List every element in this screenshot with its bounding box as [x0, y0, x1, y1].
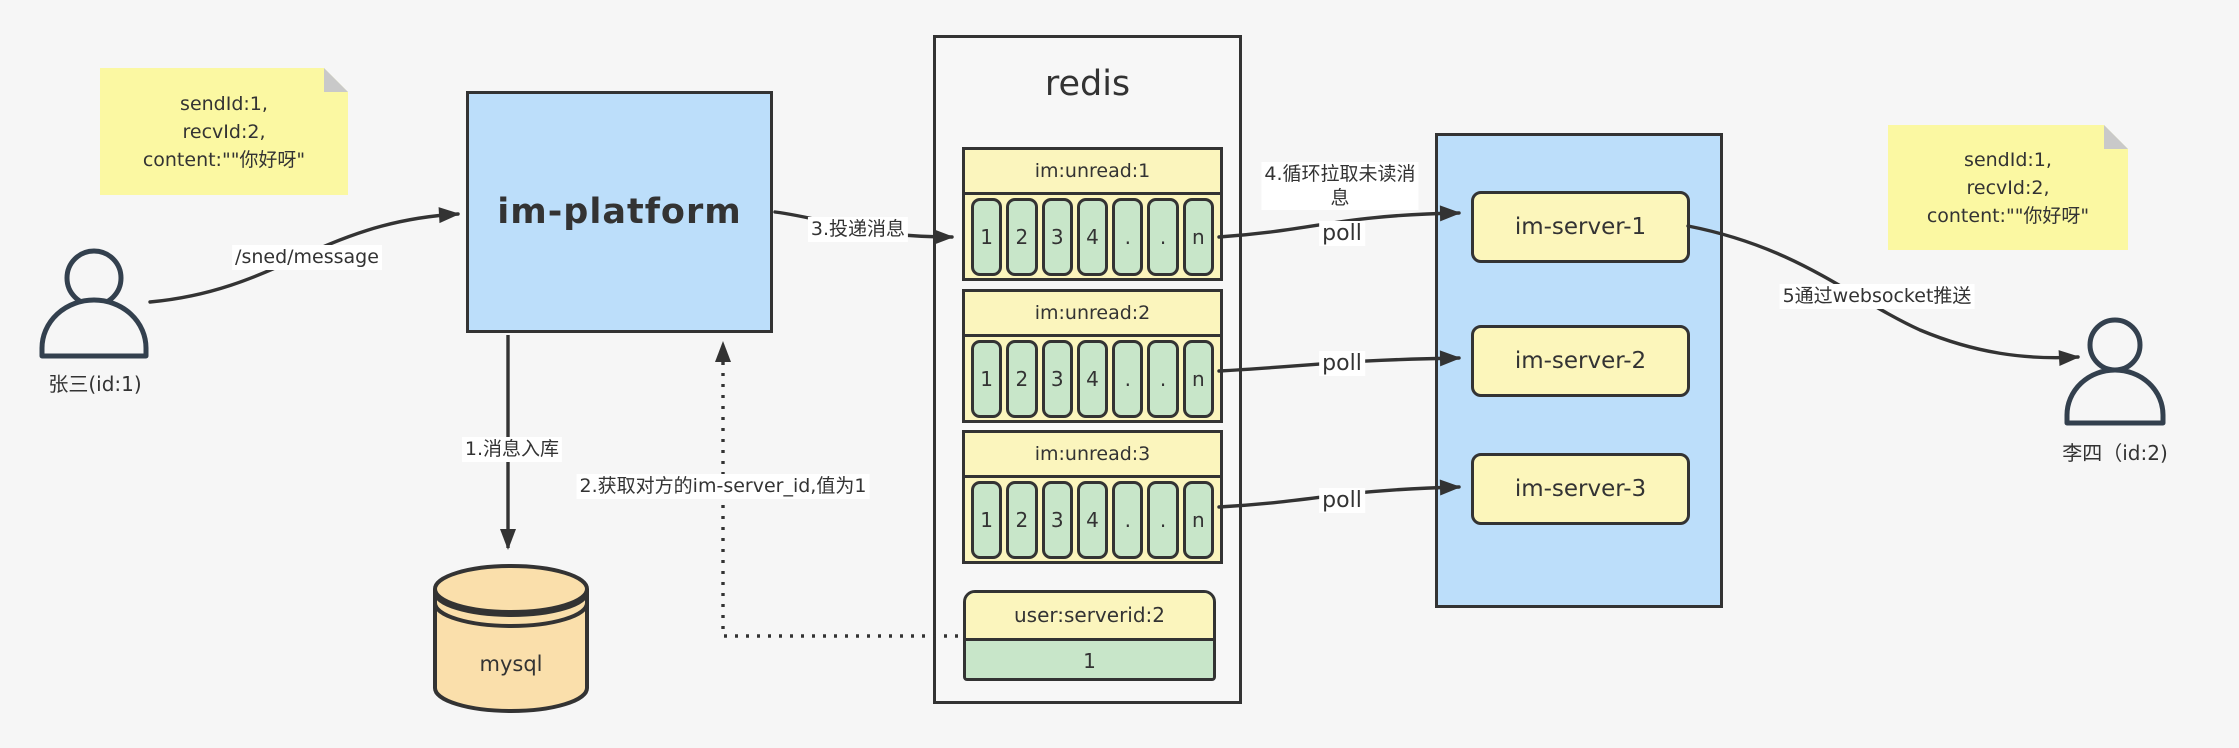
queue-cell: .: [1112, 481, 1144, 559]
node-im-server-1: im-server-1: [1471, 191, 1690, 263]
sticky-fold-icon: [324, 68, 348, 92]
sender-label: 张三(id:1): [48, 372, 142, 396]
push-arrow-label: 5通过websocket推送: [1779, 284, 1975, 309]
sticky-line: recvId:2,: [182, 120, 266, 143]
sticky-fold-icon: [2104, 125, 2128, 149]
kv-value: 1: [966, 641, 1213, 678]
queue-cell: 4: [1076, 198, 1109, 276]
queue-name: im:unread:1: [965, 150, 1220, 195]
sender-person-icon: [39, 248, 149, 359]
receiver-person-icon: [2064, 317, 2166, 426]
queue-cell: n: [1182, 198, 1214, 276]
store-arrow-label: 1.消息入库: [461, 437, 563, 462]
queue-cell: 2: [1006, 340, 1038, 418]
queue-cells: 1 2 3 4 . . n: [965, 337, 1220, 418]
sticky-line: content:""你好呀": [142, 148, 306, 171]
queue-cell: 1: [971, 198, 1003, 276]
im-server-label: im-server-3: [1514, 476, 1647, 502]
mysql-label: mysql: [479, 652, 543, 676]
deliver-arrow-label: 3.投递消息: [807, 217, 909, 242]
lookup-arrow-label: 2.获取对方的im-server_id,值为1: [576, 474, 870, 499]
queue-cell: 2: [1006, 198, 1038, 276]
node-im-server-cluster: im-server-1 im-server-2 im-server-3: [1435, 133, 1723, 608]
sticky-line: recvId:2,: [1966, 176, 2050, 199]
queue-cell: .: [1112, 198, 1144, 276]
sticky-line: content:""你好呀": [1926, 204, 2090, 227]
queue-cell: 2: [1006, 481, 1038, 559]
queue-cell: 4: [1076, 340, 1109, 418]
pull-note-line2: 息: [1330, 187, 1350, 209]
poll-arrow-2-label: poll: [1319, 351, 1365, 376]
queue-cell: .: [1147, 198, 1179, 276]
node-im-server-3: im-server-3: [1471, 453, 1690, 525]
node-im-server-2: im-server-2: [1471, 325, 1690, 397]
queue-cell: .: [1147, 340, 1179, 418]
queue-cell: 3: [1041, 198, 1073, 276]
im-server-label: im-server-1: [1514, 214, 1647, 240]
queue-cell: .: [1147, 481, 1179, 559]
queue-cell: 1: [971, 481, 1003, 559]
queue-cell: n: [1182, 481, 1214, 559]
queue-cells: 1 2 3 4 . . n: [965, 195, 1220, 276]
sticky-note-left: sendId:1, recvId:2, content:""你好呀": [100, 68, 348, 195]
queue-cell: 1: [971, 340, 1003, 418]
mysql-cylinder-icon: [433, 564, 589, 713]
queue-cells: 1 2 3 4 . . n: [965, 478, 1220, 559]
send-arrow-label: /sned/message: [232, 245, 382, 270]
queue-cell: n: [1182, 340, 1214, 418]
poll-arrow-1-label: poll: [1319, 221, 1365, 246]
queue-cell: 3: [1041, 340, 1073, 418]
redis-title: redis: [1044, 64, 1131, 104]
im-server-label: im-server-2: [1514, 348, 1647, 374]
queue-cell: 3: [1041, 481, 1073, 559]
queue-name: im:unread:3: [965, 433, 1220, 478]
queue-cell: .: [1112, 340, 1144, 418]
pull-note-label: 4.循环拉取未读消 息: [1261, 162, 1419, 210]
node-redis: redis im:unread:1 1 2 3 4 . . n im:unrea…: [933, 35, 1242, 704]
redis-queue-3: im:unread:3 1 2 3 4 . . n: [962, 430, 1223, 564]
kv-name: user:serverid:2: [966, 593, 1213, 641]
pull-note-line1: 4.循环拉取未读消: [1264, 163, 1416, 185]
node-im-platform: im-platform: [466, 91, 773, 333]
receiver-label: 李四（id:2): [2062, 441, 2168, 465]
redis-queue-2: im:unread:2 1 2 3 4 . . n: [962, 289, 1223, 423]
sticky-line: sendId:1,: [1964, 148, 2052, 171]
redis-kv-user-serverid: user:serverid:2 1: [963, 590, 1216, 681]
redis-queue-1: im:unread:1 1 2 3 4 . . n: [962, 147, 1223, 281]
queue-name: im:unread:2: [965, 292, 1220, 337]
poll-arrow-3-label: poll: [1319, 488, 1365, 513]
sticky-line: sendId:1,: [180, 92, 268, 115]
im-platform-label: im-platform: [497, 192, 742, 232]
sticky-note-right: sendId:1, recvId:2, content:""你好呀": [1888, 125, 2128, 250]
queue-cell: 4: [1076, 481, 1109, 559]
